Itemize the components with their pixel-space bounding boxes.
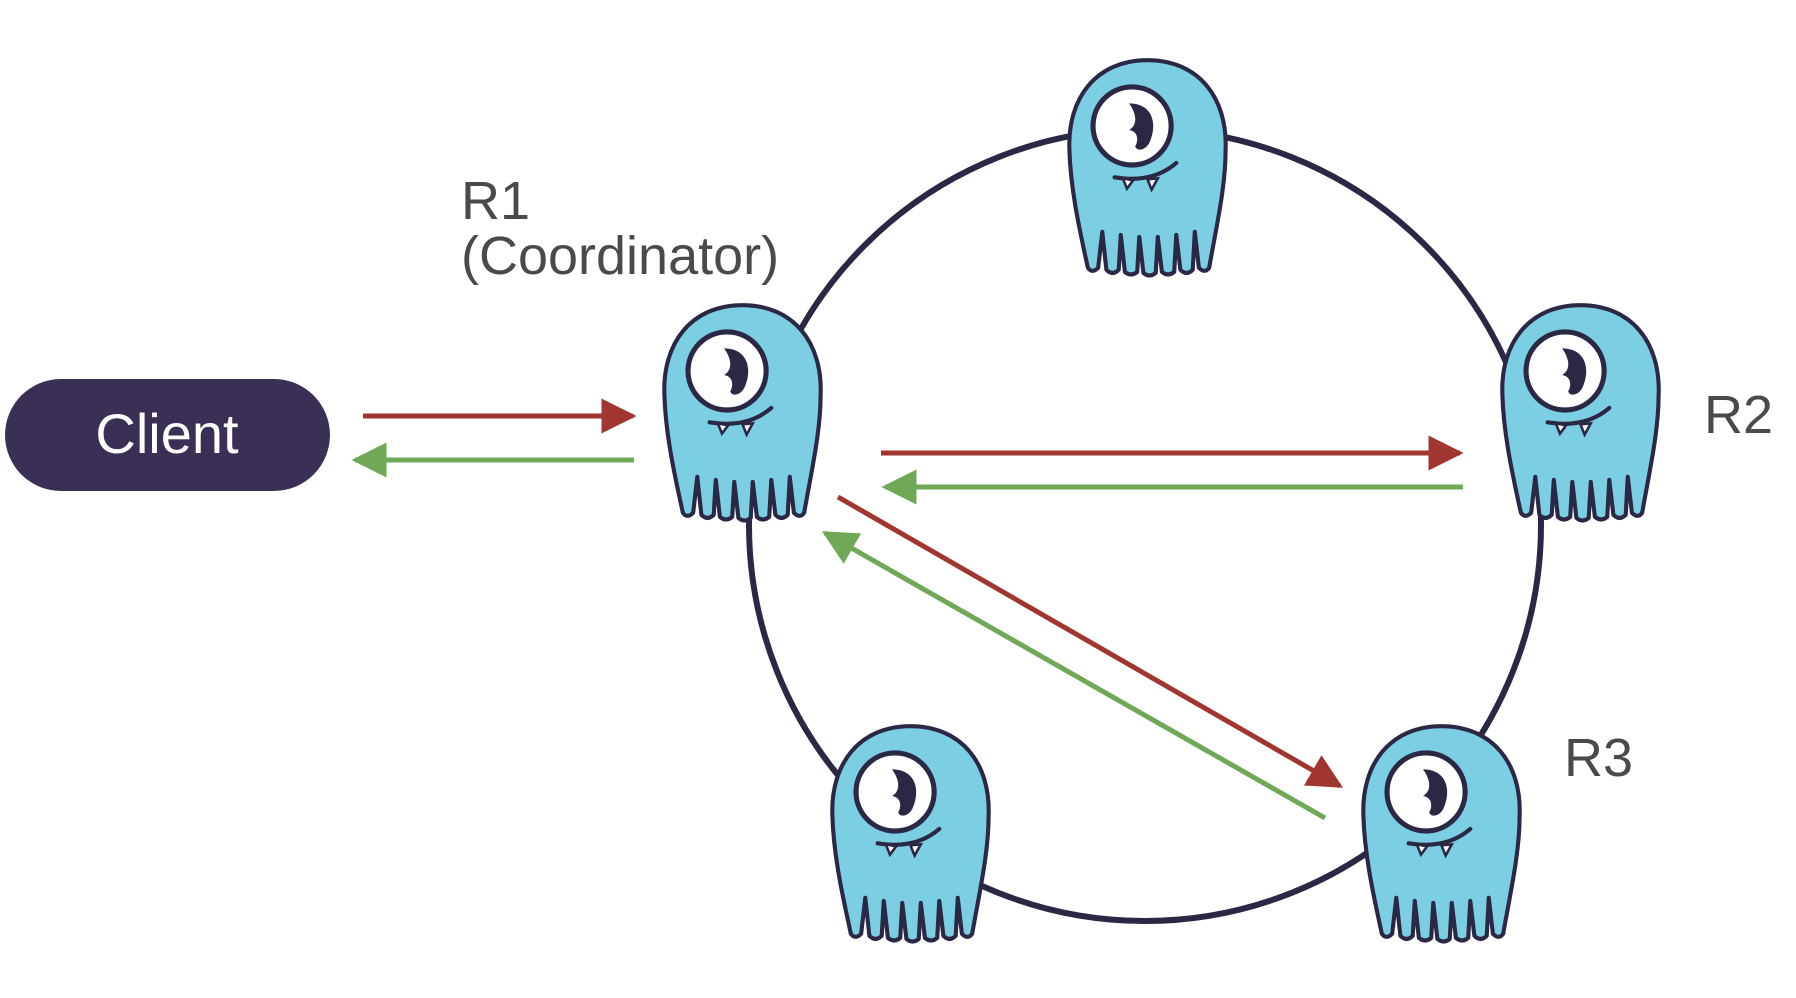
r2-label: R2: [1704, 385, 1773, 445]
client-label: Client: [95, 402, 239, 465]
node-bottom-left-icon: [832, 726, 988, 941]
response-arrow-r3-to-r1: [821, 530, 1327, 821]
node-r2-icon: [1502, 305, 1658, 520]
node-r1-coordinator-icon: [664, 305, 820, 520]
request-arrow-r1-to-r3: [836, 494, 1344, 789]
client-box: Client: [5, 379, 330, 491]
r1-coordinator-label: (Coordinator): [461, 226, 779, 286]
node-r3-icon: [1363, 726, 1519, 941]
node-top-icon: [1069, 60, 1225, 275]
r3-label: R3: [1564, 728, 1633, 788]
r1-label: R1: [461, 171, 530, 231]
